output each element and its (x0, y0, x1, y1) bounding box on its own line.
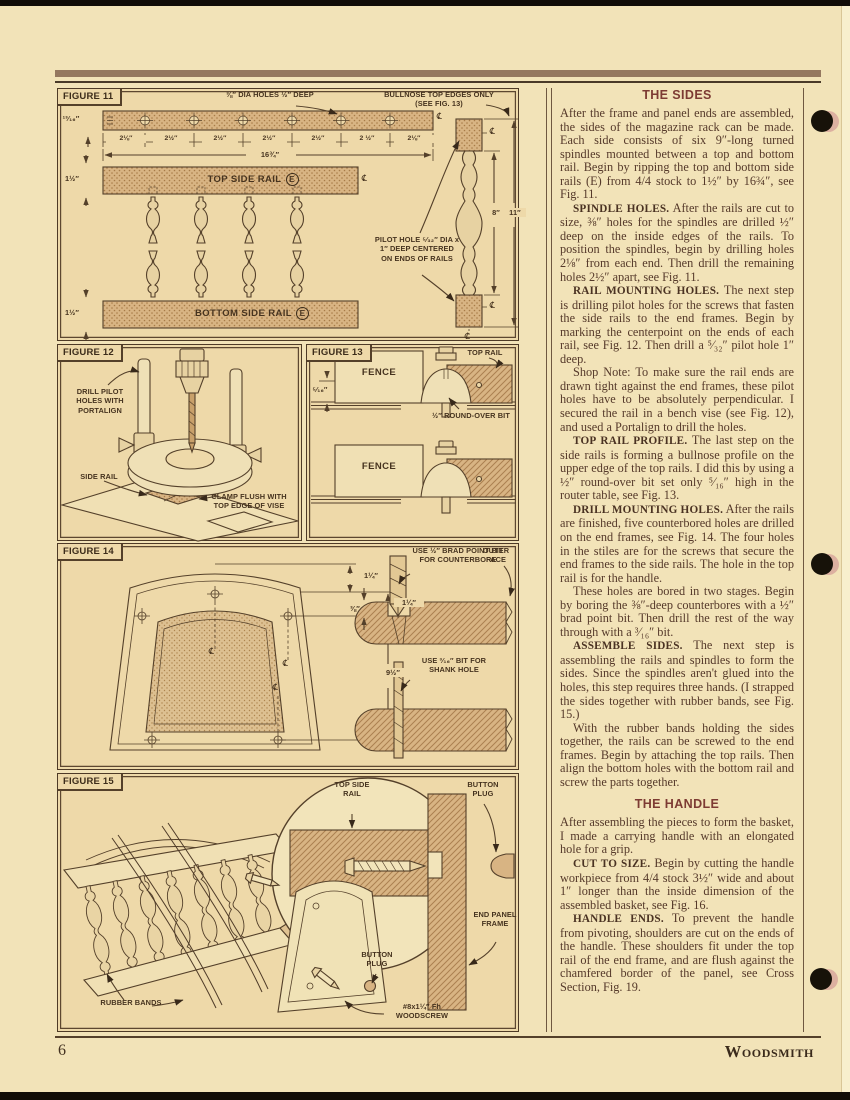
section-heading-handle: THE HANDLE (634, 797, 720, 812)
fig11-dia-holes-label: ⅜″ DIA HOLES ½″ DEEP (226, 90, 314, 99)
figure-12: FIGURE 12 DRILL PILOT HOLES WITH PORTALI… (57, 344, 302, 542)
centerline-mark: ℄ (464, 331, 470, 341)
fig14-depth-dim: ⅜″ (350, 604, 360, 613)
fig15-button-plug-label: BUTTON PLUG (361, 950, 393, 969)
section-heading-sides: THE SIDES (642, 88, 712, 102)
fig13-fence-label: FENCE (361, 367, 397, 378)
paragraph: TOP RAIL PROFILE. The last step on the s… (560, 433, 794, 503)
fig14-dim-top: 1¼″ (356, 571, 386, 581)
figure-12-tag: FIGURE 12 (58, 345, 123, 362)
footer-rule (55, 1036, 821, 1038)
fig15-woodscrew-label: #8x1¼″ Fh WOODSCREW (395, 1002, 449, 1021)
fig13-bit-label: ½″ ROUND-OVER BIT (432, 411, 510, 420)
part-letter-badge: E (285, 173, 299, 186)
centerline-mark: ℄ (282, 658, 288, 668)
fig11-thickness-dim: ¹³⁄₁₆″ (62, 114, 80, 123)
page-number: 6 (58, 1042, 66, 1059)
paragraph: RAIL MOUNTING HOLES. The next step is dr… (560, 283, 794, 366)
fig14-brad-label: USE ½″ BRAD POINT BIT FOR COUNTERBORE (412, 546, 504, 565)
fig11-spacing-dim: 2⅛″ (106, 135, 146, 144)
paragraph-lead: ASSEMBLE SIDES. (573, 640, 683, 653)
paragraph: Shop Note: To make sure the rail ends ar… (560, 365, 794, 434)
figure-14: FIGURE 14 1¼″ 1¼″ 9½″ USE ½″ BRAD POINT … (57, 543, 519, 770)
centerline-mark: ℄ (272, 682, 278, 692)
paragraph-lead: SPINDLE HOLES. (573, 202, 670, 215)
figure-11: FIGURE 11 ⅜″ DIA HOLES ½″ DEEP BULLNOSE … (57, 88, 526, 341)
fig11-dim-11: 11″ (504, 208, 526, 218)
fig12-portalign-label: DRILL PILOT HOLES WITH PORTALIGN (76, 387, 124, 415)
figure-13-tag: FIGURE 13 (307, 345, 372, 362)
fig13-top-rail-label: TOP RAIL (467, 348, 503, 357)
column-right-rule (803, 88, 804, 1032)
fig15-rubber-bands-label: RUBBER BANDS (100, 998, 162, 1007)
scan-edge-top (0, 0, 850, 6)
figure-14-tag: FIGURE 14 (58, 544, 123, 561)
fig15-end-panel-frame-label: END PANEL FRAME (473, 910, 517, 929)
header-rule-thick (55, 70, 821, 77)
paragraph-lead: DRILL MOUNTING HOLES. (573, 503, 724, 516)
fig15-top-side-rail-label: TOP SIDE RAIL (334, 780, 370, 799)
fig12-clamp-label: CLAMP FLUSH WITH TOP EDGE OF VISE (211, 492, 287, 511)
centerline-mark: ℄ (489, 300, 495, 310)
fig12-side-rail-label: SIDE RAIL (80, 472, 118, 481)
fig14-dim-height: 9½″ (378, 668, 408, 678)
fig11-spacing-dim: 2½″ (153, 135, 189, 144)
fig11-spacing-dim: 2½″ (251, 135, 287, 144)
figure-13-drawing (311, 346, 516, 514)
figure-11-tag: FIGURE 11 (58, 89, 123, 106)
paragraph-lead: HANDLE ENDS. (573, 913, 664, 926)
part-letter-badge: E (296, 307, 309, 320)
fig11-bullnose-label: BULLNOSE TOP EDGES ONLY (SEE FIG. 13) (384, 90, 494, 109)
punch-hole (811, 553, 841, 577)
fig11-dim-8: 8″ (486, 208, 506, 218)
centerline-mark: ℄ (208, 646, 214, 656)
paragraph: With the rubber bands holding the sides … (560, 720, 794, 789)
fig11-rail-dim: 1½″ (64, 174, 80, 183)
paragraph: DRILL MOUNTING HOLES. After the rails ar… (560, 501, 794, 585)
column-divider (546, 88, 547, 1032)
fig14-dim-side: 1¼″ (394, 598, 424, 608)
fig11-rail-dim: 1½″ (64, 308, 80, 317)
magazine-title: Woodsmith (724, 1042, 814, 1061)
centerline-mark: ℄ (436, 111, 442, 121)
fig11-spacing-dim: 2 ½″ (348, 135, 386, 144)
fig14-shank-label: USE ³⁄₁₆″ BIT FOR SHANK HOLE (421, 656, 487, 675)
paragraph: ASSEMBLE SIDES. The next step is assembl… (560, 638, 794, 722)
paragraph: After assembling the pieces to form the … (560, 815, 794, 857)
paragraph: HANDLE ENDS. To prevent the handle from … (560, 911, 794, 994)
fig15-button-plug-label: BUTTON PLUG (467, 780, 499, 799)
header-rule-thin (55, 81, 821, 83)
punch-hole (811, 110, 841, 134)
centerline-mark: ℄ (361, 173, 367, 183)
figure-11-drawing (83, 94, 518, 340)
figure-15-drawing (63, 777, 515, 1015)
centerline-mark: ℄ (489, 126, 495, 136)
fig11-spacing-dim: 2½″ (202, 135, 238, 144)
paragraph: SPINDLE HOLES. After the rails are cut t… (560, 200, 795, 284)
fig11-spacing-dim: 2⅛″ (394, 135, 434, 144)
paragraph: These holes are bored in two stages. Beg… (560, 584, 794, 639)
fig14-outer-face-label: OUTER FACE (482, 546, 510, 565)
punch-hole (810, 968, 840, 992)
fig13-fence-label: FENCE (361, 461, 397, 472)
fig11-pilot-hole-label: PILOT HOLE ⁵⁄₃₂″ DIA x 1″ DEEP CENTERED … (374, 235, 460, 263)
figure-12-drawing (59, 348, 299, 542)
column-divider (551, 88, 552, 1032)
paragraph-lead: CUT TO SIZE. (573, 857, 651, 870)
paragraph-lead: TOP RAIL PROFILE. (573, 435, 688, 448)
fig11-spacing-dim: 2½″ (300, 135, 336, 144)
fig11-total-dim: 16¾″ (246, 150, 294, 160)
figure-15: FIGURE 15 TOP SIDE RAIL BUTTON PLUG END … (57, 773, 519, 1032)
figure-13: FIGURE 13 FENCE TOP RAIL ⁵⁄₁₆″ ½″ ROUND-… (306, 344, 519, 541)
figure-15-tag: FIGURE 15 (58, 774, 123, 791)
scan-edge-bottom (0, 1092, 850, 1100)
article-text-column: THE SIDES After the frame and panel ends… (560, 86, 794, 994)
page-edge (841, 6, 850, 1092)
fig13-height-dim: ⁵⁄₁₆″ (312, 385, 328, 394)
paragraph: CUT TO SIZE. Begin by cutting the handle… (560, 855, 795, 912)
paragraph: After the frame and panel ends are assem… (560, 106, 794, 202)
paragraph-lead: RAIL MOUNTING HOLES. (573, 285, 720, 298)
